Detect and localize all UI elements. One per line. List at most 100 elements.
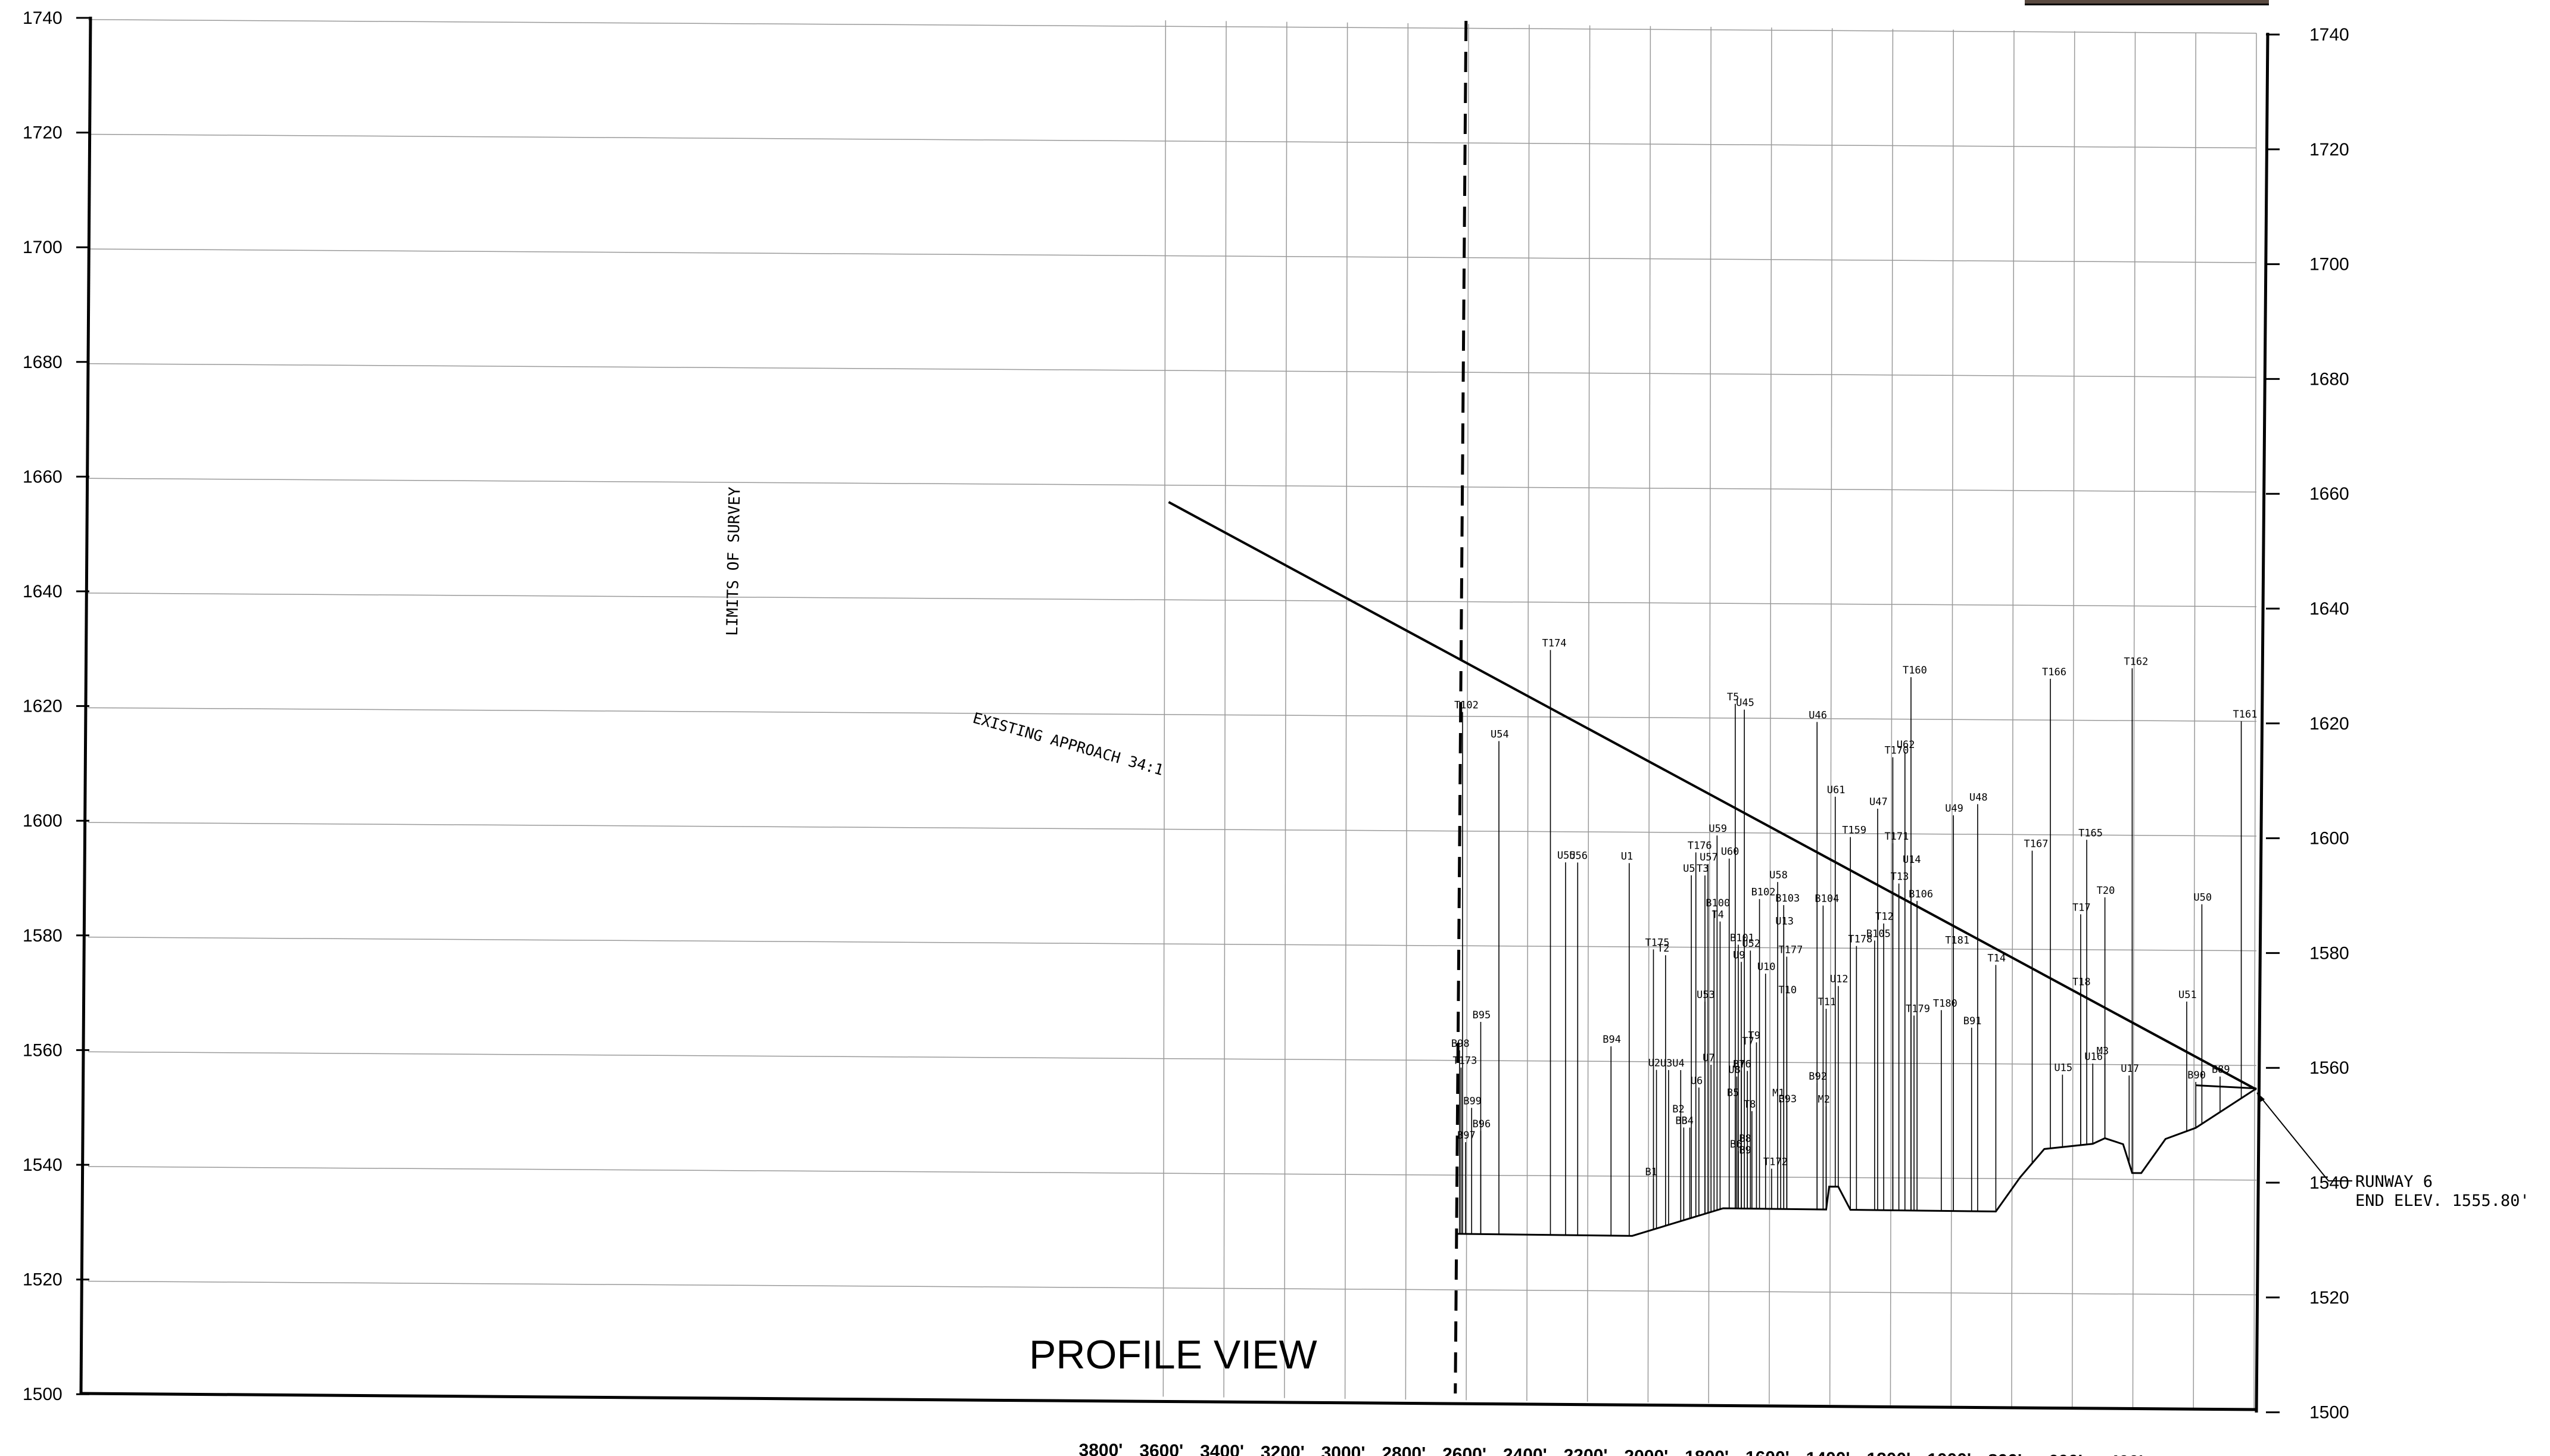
obstruction-label: B8 [1739,1133,1751,1145]
left-axis-tick-label: 1540 [23,1155,63,1175]
obstruction-label: T174 [1542,637,1566,649]
obstruction-label: T177 [1778,944,1803,956]
obstruction-label: T13 [1891,871,1909,883]
grid [88,19,2257,1410]
obstruction-label: U6 [1691,1075,1703,1087]
bottom-axis-tick-label: 2600' [1442,1445,1486,1456]
bottom-frame-line [80,1392,2257,1411]
obstruction-label: T18 [2072,977,2091,989]
obstruction-label: T2 [1657,943,1669,955]
obstruction-label: T159 [1842,825,1866,837]
obstruction-label: U55 [1557,850,1576,862]
approach-surface-line [1168,501,2257,1091]
obstruction-label: B6 [1730,1139,1742,1151]
right-axis-tick-label: 1580 [2309,943,2349,963]
grid-vertical-line [1284,21,1288,1398]
limits-of-survey-label: LIMITS OF SURVEY [724,487,744,636]
obstruction-label: B1 [1645,1166,1657,1178]
obstruction-label: B98 [1451,1038,1470,1050]
bottom-axis-tick-label: 400' [2109,1452,2143,1456]
obstruction-label: T11 [1818,996,1837,1008]
obstruction-label: U1 [1621,850,1633,862]
obstruction-label: B90 [2187,1070,2206,1081]
obstruction-label: B104 [1815,893,1839,905]
grid-vertical-line [1223,21,1227,1398]
right-axis-tick-label: 1740 [2309,25,2349,45]
runway-label-line1: RUNWAY 6 [2355,1173,2433,1191]
obstruction-label: U15 [2054,1062,2072,1074]
right-axis-tick-label: 1540 [2309,1173,2349,1193]
grid-vertical-line [2011,30,2015,1407]
obstruction-label: B89 [2212,1064,2230,1076]
obstruction-label: T12 [1875,911,1894,923]
left-axis-tick-label: 1640 [23,582,63,601]
left-axis-tick-label: 1580 [23,926,63,946]
grid-vertical-line [1890,29,1894,1405]
obstruction-label: B106 [1909,888,1933,900]
left-axis-tick-label: 1660 [23,467,63,487]
obstruction-label: T167 [2024,838,2048,850]
bottom-axis-tick-label: 3600' [1139,1441,1183,1456]
obstruction-label: U57 [1700,852,1718,863]
obstruction-label: U7 [1703,1052,1714,1064]
obstruction-label: T180 [1933,997,1957,1009]
obstruction-label: B4 [1682,1115,1694,1127]
limits-of-survey-line [1454,20,1468,1394]
obstruction-label: T8 [1744,1099,1756,1111]
obstruction-label: U58 [1769,869,1788,881]
obstruction-label: B100 [1706,897,1730,909]
obstruction-label: U46 [1809,709,1827,721]
obstruction-markers: T102B98T173B99B97B95B96U54T174U55U56B94U… [1451,637,2258,1236]
bottom-axis-tick-label: 2800' [1382,1444,1426,1456]
grid-horizontal-line [88,19,2257,34]
right-axis-tick-label: 1500 [2309,1403,2349,1423]
left-axis-tick-label: 1720 [23,123,63,143]
obstruction-label: T6 [1739,1058,1751,1070]
obstruction-label: T3 [1697,863,1709,875]
right-axis-tick-label: 1600 [2309,829,2349,849]
obstruction-label: B101 [1730,932,1754,944]
obstruction-label: U10 [1757,961,1776,973]
obstruction-label: U52 [1742,938,1760,950]
obstruction-label: M1 [1772,1087,1784,1099]
bottom-axis-tick-label: 1000' [1927,1450,1971,1456]
bottom-axis-tick-label: 2000' [1624,1446,1668,1456]
grid-horizontal-line [88,133,2257,149]
limits-of-survey [1454,20,1468,1394]
left-axis-tick-label: 1500 [23,1385,63,1404]
grid-vertical-line [1708,26,1712,1404]
obstruction-label: B96 [1472,1118,1491,1130]
grid-horizontal-line [88,1280,2257,1296]
obstruction-label: U5 [1683,863,1695,875]
obstruction-label: T179 [1906,1003,1930,1015]
obstruction-label: U48 [1969,791,1988,803]
grid-vertical-line [1162,20,1167,1397]
obstruction-label: T10 [1778,984,1797,996]
right-axis-tick-label: 1520 [2309,1288,2349,1308]
right-axis-tick-label: 1680 [2309,369,2349,389]
obstruction-label: B7 [1733,1058,1745,1070]
obstruction-label: T172 [1763,1156,1788,1168]
left-axis-tick-label: 1680 [23,353,63,372]
grid-vertical-line [1466,24,1469,1401]
right-axis-tick-label: 1620 [2309,714,2349,734]
bottom-axis-tick-label: 3800' [1079,1441,1123,1456]
right-axis-tick-label: 1720 [2309,140,2349,160]
grid-vertical-line [1769,27,1772,1404]
obstruction-label: T5 [1727,691,1739,703]
grid-vertical-line [1950,29,1954,1406]
right-frame-line [2255,32,2270,1413]
right-elevation-axis: 1740172017001680166016401620160015801560… [2266,25,2349,1423]
approach-surface [1168,501,2257,1091]
bottom-axis-tick-label: 1800' [1685,1447,1729,1456]
runway-leader-line [2256,1092,2352,1181]
left-elevation-axis: 1740172017001680166016401620160015801560… [23,8,89,1404]
obstruction-label: U53 [1697,989,1715,1001]
obstruction-label: M2 [1818,1094,1830,1106]
obstruction-label: B97 [1457,1130,1476,1142]
bottom-axis-tick-label: 1600' [1745,1448,1790,1456]
grid-vertical-line [1647,26,1651,1402]
ground-profile-line [1456,1087,2257,1237]
bottom-axis-tick-label: 3000' [1321,1443,1366,1456]
